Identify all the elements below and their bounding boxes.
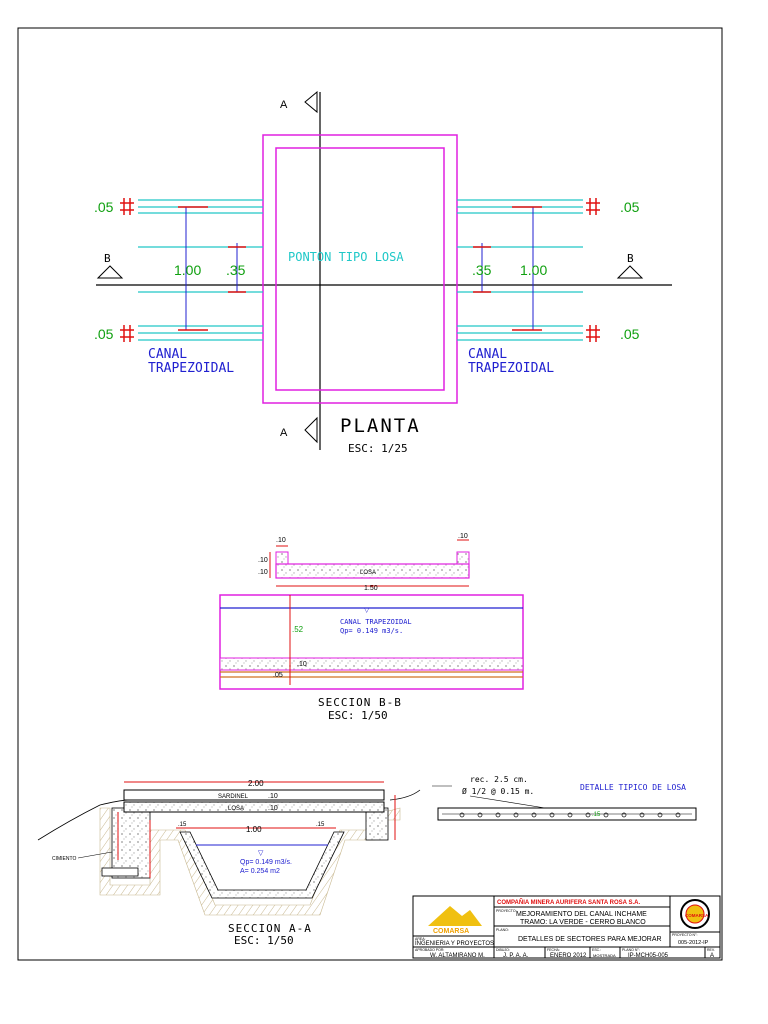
- dim-lines-left: [120, 198, 246, 342]
- svg-text:.52: .52: [292, 625, 304, 634]
- svg-text:AREA:: AREA:: [415, 937, 426, 941]
- svg-text:A: A: [280, 99, 288, 111]
- svg-text:005-2012-IP: 005-2012-IP: [678, 940, 709, 946]
- svg-text:.10: .10: [297, 661, 307, 668]
- svg-text:.15: .15: [592, 812, 601, 818]
- svg-text:FECHA:: FECHA:: [547, 948, 560, 952]
- svg-text:.15: .15: [178, 822, 187, 828]
- aa-losa: [123, 801, 385, 813]
- svg-text:J. P. A. A.: J. P. A. A.: [503, 953, 529, 959]
- proyecto-line1: MEJORAMIENTO DEL CANAL INCHAME: [516, 911, 647, 918]
- canal-label-right-1: CANAL: [468, 347, 507, 362]
- company-seal-icon: COMARSA: [680, 899, 710, 929]
- canal-label-left-1: CANAL: [148, 347, 187, 362]
- dim-05-bottom-right: .05: [620, 326, 640, 342]
- svg-text:.10: .10: [458, 533, 468, 540]
- bb-scale: ESC: 1/50: [328, 709, 388, 722]
- bb-losa: [275, 563, 470, 579]
- title-block: COMARSA AREA: INGENIERIA Y PROYECTOS APR…: [412, 895, 721, 959]
- detalle-title: DETALLE TIPICO DE LOSA: [580, 783, 686, 792]
- svg-text:.10: .10: [258, 569, 268, 576]
- svg-text:A: A: [280, 427, 288, 439]
- planta-view: A A B B PONTON TIPO LOSA: [94, 90, 672, 455]
- ponton-inner: [275, 147, 445, 391]
- dim-100-left: 1.00: [174, 262, 201, 278]
- section-marker-a-top: A: [280, 90, 318, 114]
- canal-label-right-2: TRAPEZOIDAL: [468, 361, 554, 376]
- svg-text:W. ALTAMIRANO M.: W. ALTAMIRANO M.: [430, 953, 485, 959]
- svg-text:.10: .10: [268, 793, 278, 800]
- svg-text:INGENIERIA Y PROYECTOS: INGENIERIA Y PROYECTOS: [415, 941, 494, 947]
- svg-text:PROYECTO N°:: PROYECTO N°:: [672, 933, 697, 937]
- svg-text:1.00: 1.00: [246, 825, 262, 834]
- dim-035-right: .35: [472, 262, 492, 278]
- ponton-outer: [262, 134, 458, 404]
- aa-sardinel: [123, 789, 385, 801]
- dim-lines-right: [473, 198, 600, 342]
- svg-text:IP-MCH05-005: IP-MCH05-005: [628, 953, 669, 959]
- aa-channel: [179, 831, 345, 899]
- section-marker-b-right: B: [616, 252, 644, 279]
- svg-text:1.50: 1.50: [364, 585, 378, 592]
- seccion-aa: SARDINEL LOSA 2.00 .10 .10 1.00 .15 .15 …: [37, 779, 421, 947]
- svg-text:▽: ▽: [364, 607, 370, 614]
- svg-text:.10: .10: [258, 557, 268, 564]
- canal-label-left-2: TRAPEZOIDAL: [148, 361, 234, 376]
- section-marker-b-left: B: [96, 252, 124, 279]
- svg-text:COMARSA: COMARSA: [685, 913, 709, 918]
- svg-text:REV.: REV.: [707, 948, 715, 952]
- aa-title: SECCION A-A: [228, 922, 312, 935]
- svg-text:.05: .05: [273, 672, 283, 679]
- ponton-label: PONTON TIPO LOSA: [288, 250, 404, 264]
- company-name: COMPAÑIA MINERA AURIFERA SANTA ROSA S.A.: [497, 899, 640, 906]
- dim-05-top-left: .05: [94, 199, 114, 215]
- plano-name: DETALLES DE SECTORES PARA MEJORAR: [518, 936, 662, 943]
- svg-text:PROYECTO:: PROYECTO:: [496, 909, 517, 913]
- detalle-losa: rec. 2.5 cm. Ø 1/2 @ 0.15 m. DETALLE TIP…: [432, 775, 697, 821]
- dim-05-bottom-left: .05: [94, 326, 114, 342]
- svg-text:LOSA: LOSA: [360, 570, 376, 576]
- svg-text:PLANO N°:: PLANO N°:: [622, 948, 640, 952]
- dim-100-right: 1.00: [520, 262, 547, 278]
- planta-title: PLANTA: [340, 415, 421, 437]
- svg-text:LOSA: LOSA: [228, 806, 244, 812]
- aa-scale: ESC: 1/50: [234, 934, 294, 947]
- svg-text:A= 0.254 m2: A= 0.254 m2: [240, 868, 280, 875]
- svg-text:MOSTRADA: MOSTRADA: [593, 953, 616, 958]
- svg-text:.15: .15: [316, 822, 325, 828]
- svg-text:▽: ▽: [258, 850, 264, 857]
- dim-05-top-right: .05: [620, 199, 640, 215]
- svg-text:Qp= 0.149 m3/s.: Qp= 0.149 m3/s.: [240, 859, 292, 866]
- planta-scale: ESC: 1/25: [348, 442, 408, 455]
- dim-035-left: .35: [226, 262, 246, 278]
- svg-text:CANAL TRAPEZOIDAL: CANAL TRAPEZOIDAL: [340, 618, 412, 626]
- bb-canal-box: [219, 594, 524, 690]
- svg-text:B: B: [104, 252, 111, 265]
- svg-text:PLANO:: PLANO:: [496, 928, 509, 932]
- svg-text:SARDINEL: SARDINEL: [218, 794, 249, 800]
- svg-text:COMARSA: COMARSA: [433, 928, 469, 935]
- bb-title: SECCION B-B: [318, 696, 402, 709]
- detalle-bar: Ø 1/2 @ 0.15 m.: [462, 786, 534, 796]
- canal-left: [138, 199, 263, 341]
- svg-text:APROBADO POR:: APROBADO POR:: [415, 948, 444, 952]
- svg-text:A: A: [710, 953, 714, 959]
- section-marker-a-bottom: A: [280, 416, 318, 444]
- proyecto-line2: TRAMO: LA VERDE - CERRO BLANCO: [520, 919, 646, 926]
- svg-text:B: B: [627, 252, 634, 265]
- seccion-bb: LOSA .10 .10 .10 .10 1.50 .52 .10 .05 ▽ …: [219, 533, 524, 722]
- svg-text:Qp= 0.149 m3/s.: Qp= 0.149 m3/s.: [340, 627, 403, 635]
- svg-text:.10: .10: [268, 805, 278, 812]
- svg-text:2.00: 2.00: [248, 779, 264, 788]
- aa-cimiento-label: CIMIENTO: [52, 856, 76, 862]
- svg-text:.10: .10: [276, 537, 286, 544]
- svg-text:ENERO 2012: ENERO 2012: [550, 953, 587, 959]
- svg-text:ESC.:: ESC.:: [592, 948, 601, 952]
- svg-text:DIBUJO:: DIBUJO:: [496, 948, 510, 952]
- detalle-rec: rec. 2.5 cm.: [470, 775, 528, 784]
- sheet-border: [17, 27, 723, 961]
